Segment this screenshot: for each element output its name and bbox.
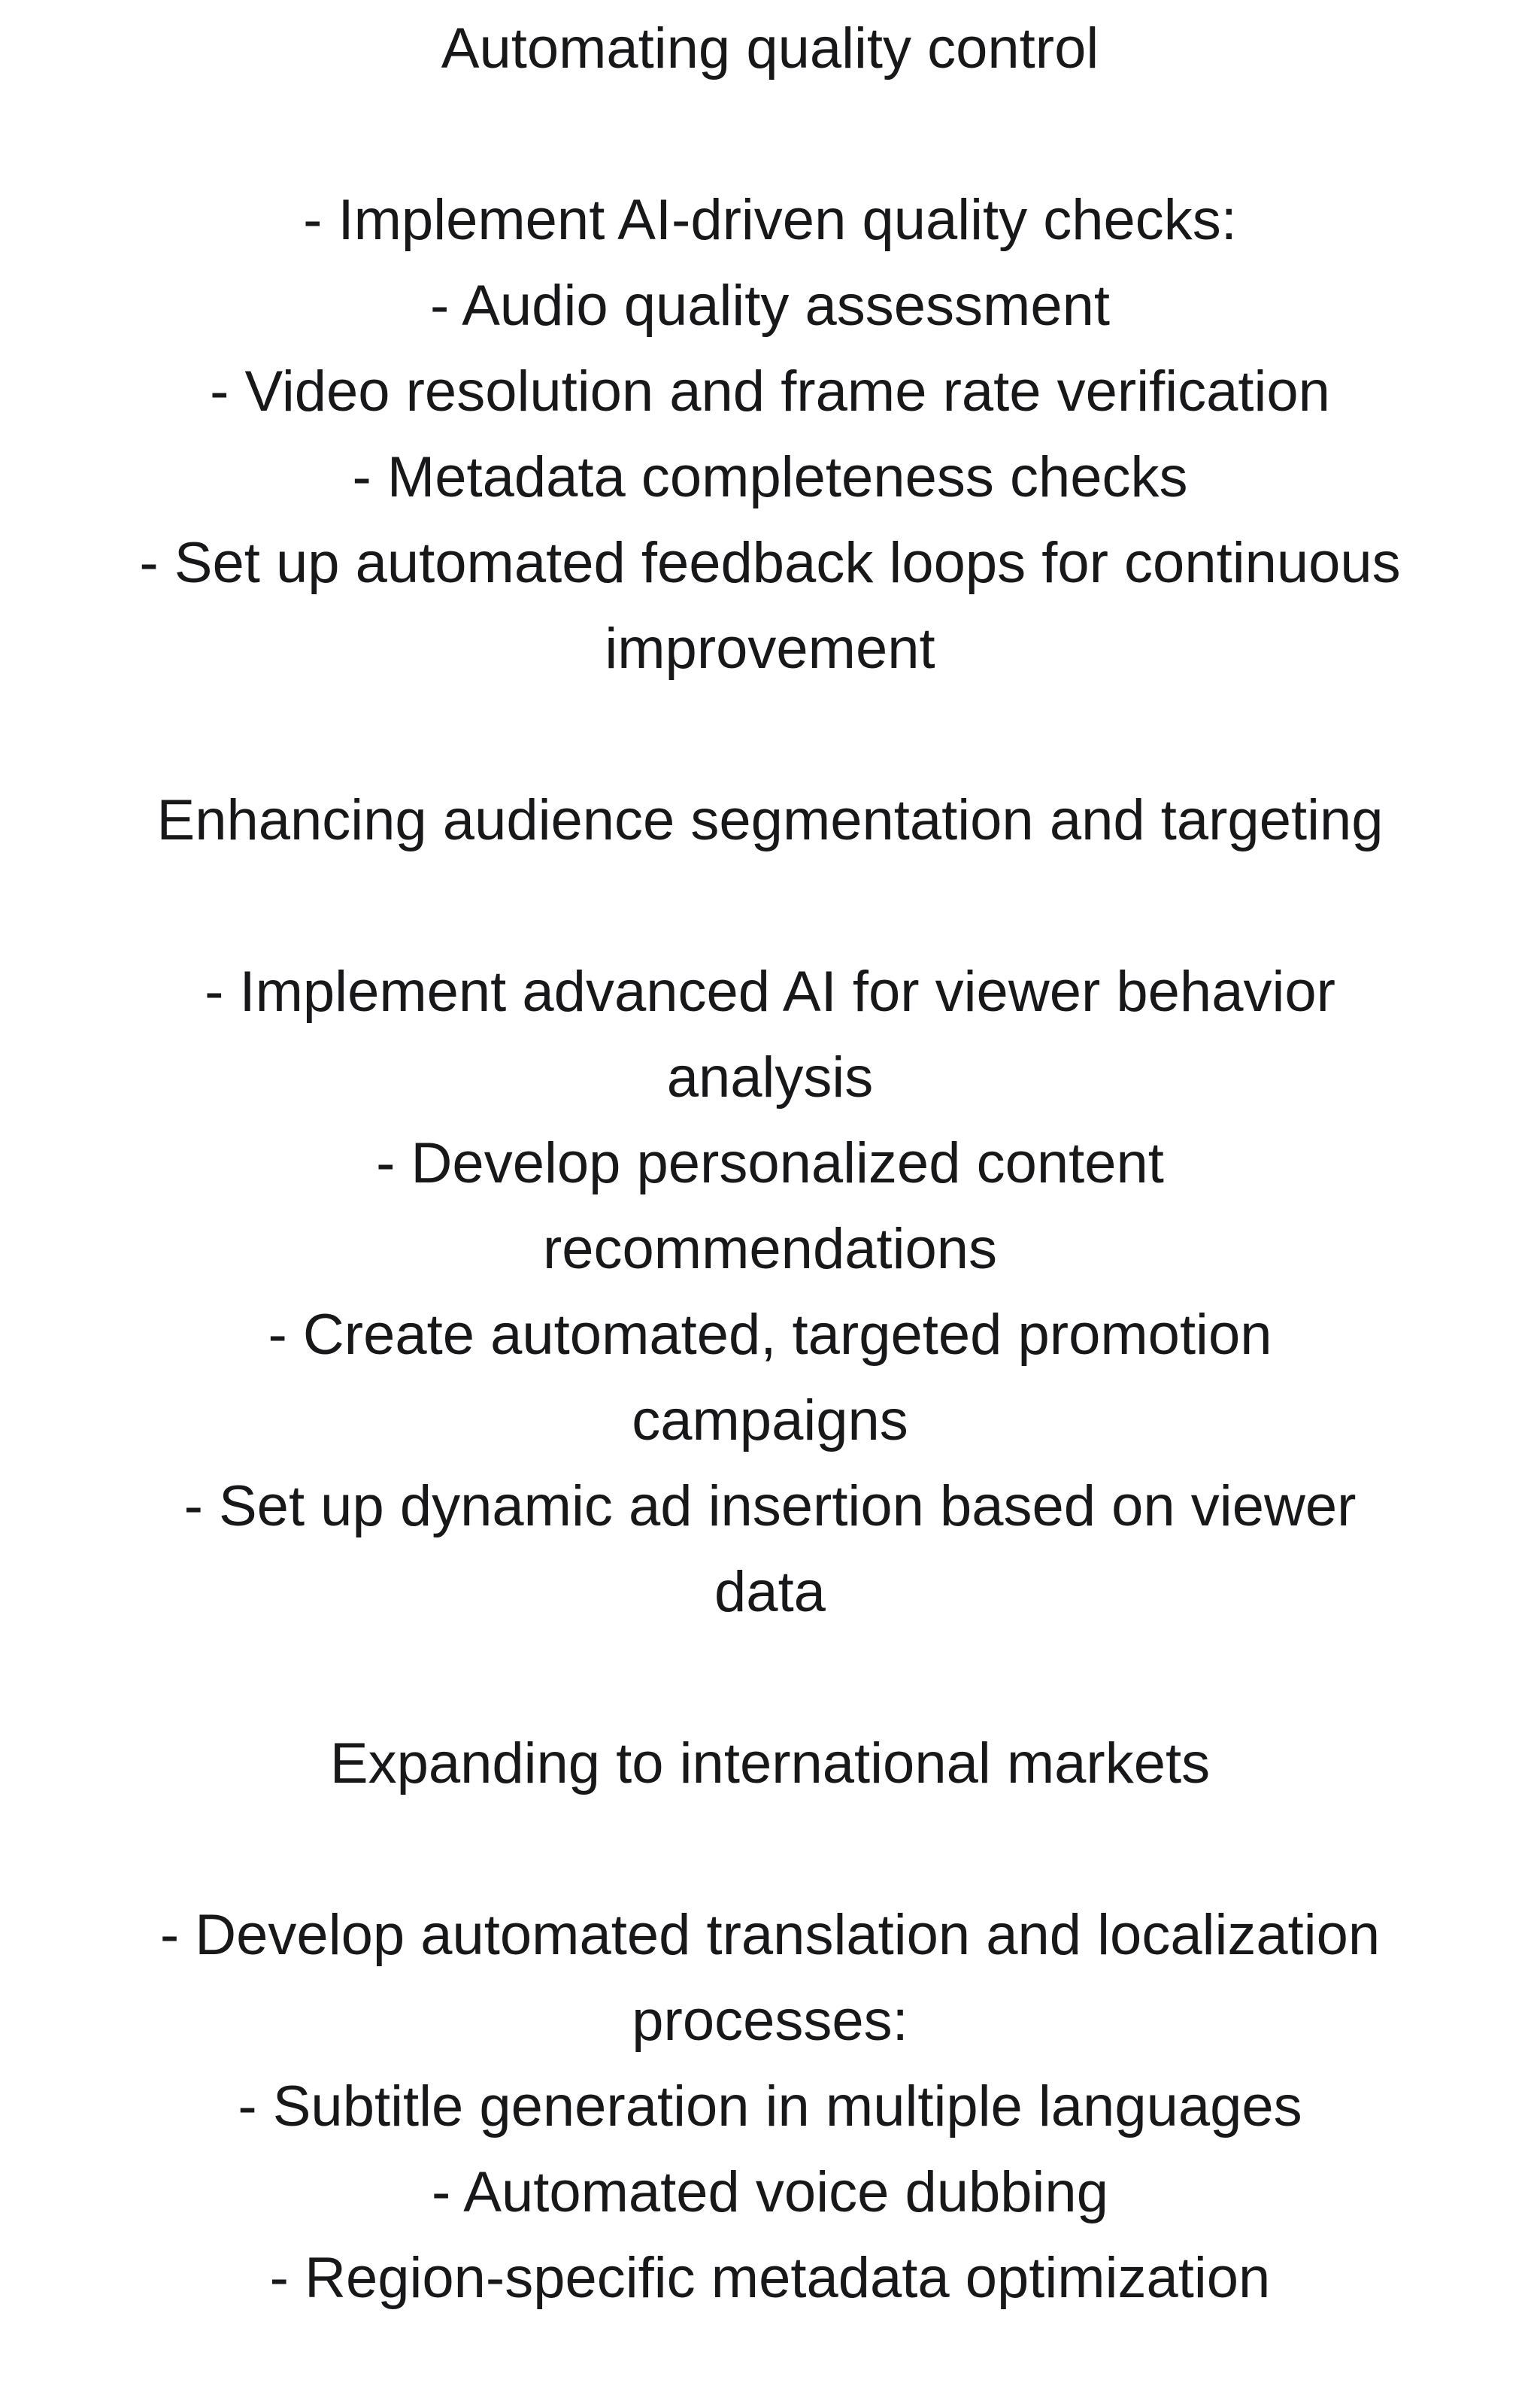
bullet-line: - Create automated, targeted promotion: [268, 1303, 1272, 1367]
blank-line: [0, 92, 1540, 178]
bullet-line: - Set up dynamic ad insertion based on v…: [183, 1474, 1357, 1538]
bullet-line: - Automated voice dubbing: [432, 2160, 1108, 2224]
bullet-continuation-line: processes:: [632, 1989, 908, 2053]
bullet-line: - Set up automated feedback loops for co…: [139, 531, 1401, 595]
bullet-continuation-line: recommendations: [542, 1217, 998, 1281]
section-heading: Expanding to international markets: [329, 1732, 1211, 1795]
bullet-continuation-line: analysis: [666, 1046, 874, 1109]
section-heading: Automating quality control: [441, 17, 1099, 80]
bullet-line: - Video resolution and frame rate verifi…: [210, 360, 1330, 423]
section-heading: Enhancing audience segmentation and targ…: [156, 788, 1384, 852]
bullet-line: - Implement advanced AI for viewer behav…: [205, 960, 1335, 1024]
bullet-continuation-line: campaigns: [632, 1389, 908, 1452]
bullet-line: - Audio quality assessment: [429, 274, 1111, 338]
bullet-line: - Region-specific metadata optimization: [269, 2246, 1271, 2310]
blank-line: [0, 692, 1540, 778]
bullet-line: - Develop personalized content: [376, 1131, 1164, 1195]
bullet-line: - Implement AI-driven quality checks:: [303, 188, 1237, 252]
blank-line: [0, 1635, 1540, 1721]
bullet-line: - Develop automated translation and loca…: [159, 1903, 1381, 1967]
bullet-continuation-line: improvement: [605, 617, 935, 681]
bullet-line: - Metadata completeness checks: [352, 445, 1188, 509]
bullet-line: - Subtitle generation in multiple langua…: [238, 2075, 1302, 2138]
blank-line: [0, 864, 1540, 949]
bullet-continuation-line: data: [714, 1560, 826, 1624]
blank-line: [0, 1807, 1540, 1893]
document-body: Automating quality control - Implement AI…: [0, 6, 1540, 2321]
